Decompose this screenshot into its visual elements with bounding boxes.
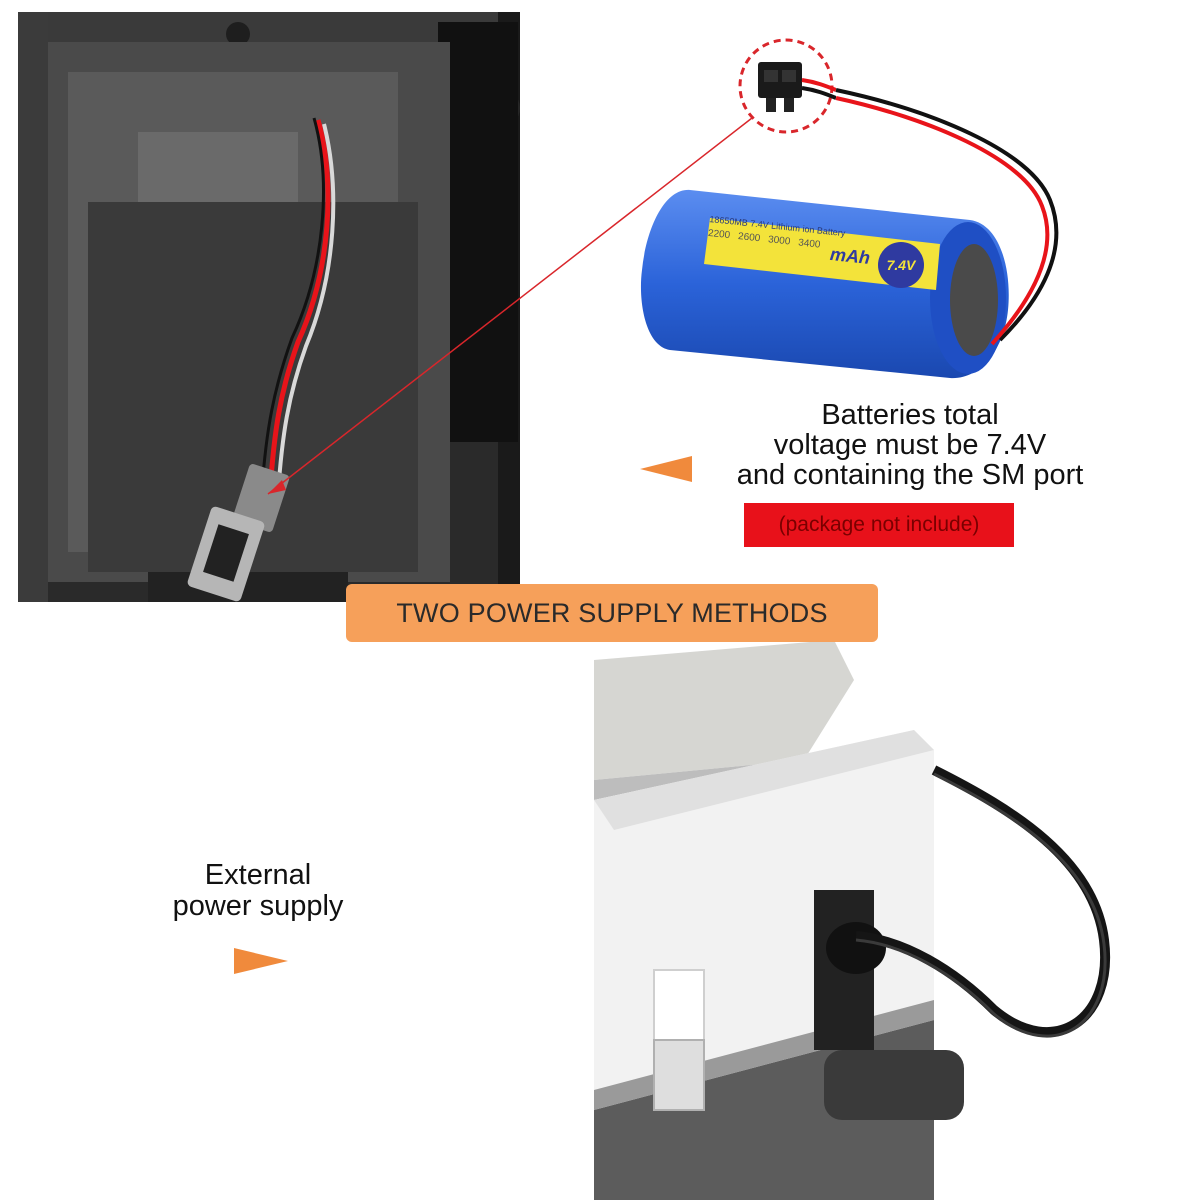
capacity-option: 2200	[707, 227, 731, 242]
scale-power-cable-photo	[594, 640, 1200, 1200]
capacity-option: 3000	[767, 234, 791, 248]
arrow-left-icon	[640, 456, 692, 482]
battery-voltage-badge: 7.4V	[878, 242, 924, 288]
external-note-line: power supply	[172, 890, 344, 922]
battery-note-line: and containing the SM port	[736, 459, 1084, 491]
capacity-option: 3400	[797, 237, 821, 251]
external-note-line: External	[204, 859, 312, 891]
battery-note-line: voltage must be 7.4V	[773, 429, 1047, 461]
battery-requirement-note: Batteries total voltage must be 7.4V and…	[700, 400, 1120, 490]
package-not-included-badge: (package not include)	[744, 503, 1014, 547]
battery-unit: mAh	[829, 243, 871, 269]
battery-compartment-photo	[18, 12, 520, 602]
arrow-right-icon	[234, 948, 288, 974]
sm-connector-zoom	[738, 38, 836, 134]
power-methods-banner: TWO POWER SUPPLY METHODS	[346, 584, 878, 642]
battery-note-line: Batteries total	[821, 399, 999, 431]
capacity-option: 2600	[737, 231, 761, 245]
external-power-note: External power supply	[130, 860, 386, 922]
